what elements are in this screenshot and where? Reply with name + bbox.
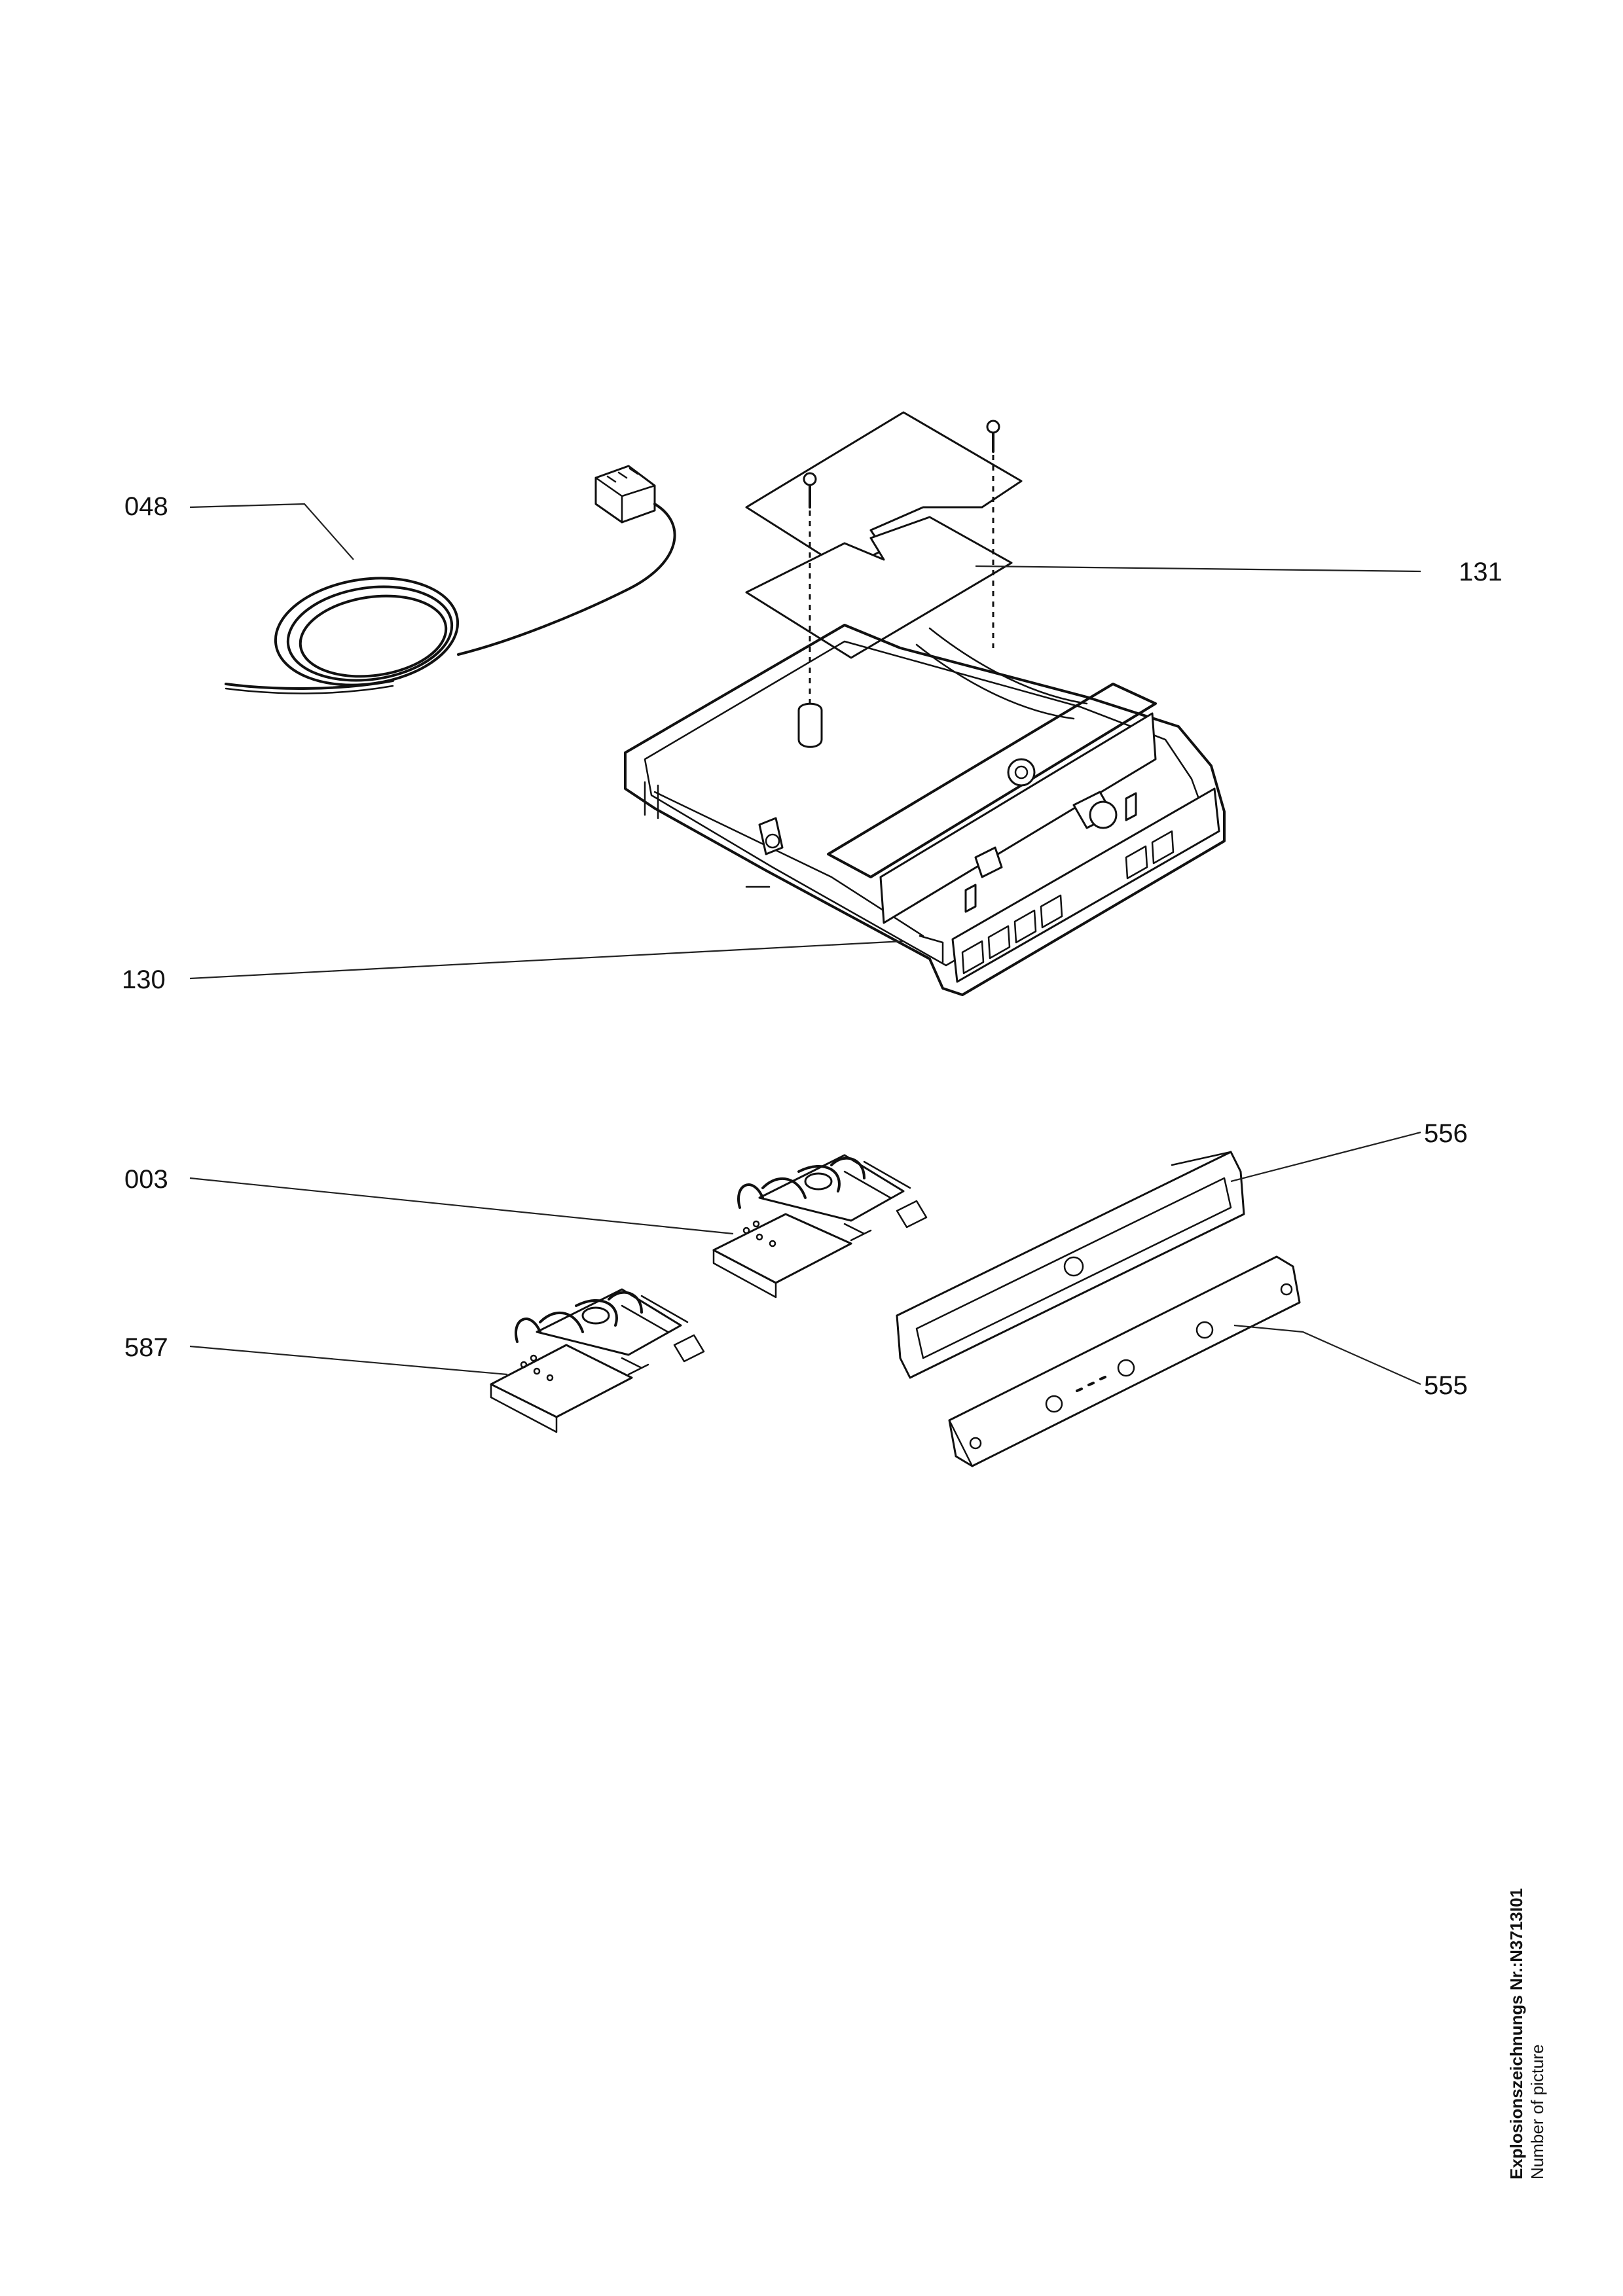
callout-labels: 048 131 130 003 587 556 555 [122,492,1503,1400]
housing-tray [624,624,1226,996]
switch-module-upper [712,1154,928,1299]
leader-556 [1230,1131,1421,1183]
callout-131: 131 [1459,558,1503,586]
switch-module-lower [490,1288,705,1433]
callout-048: 048 [124,492,168,521]
callout-587: 587 [124,1333,168,1362]
leader-048 [189,503,354,560]
callout-130: 130 [122,965,166,994]
drawing-number: Explosionszeichnungs Nr.:N3713I01 [1506,1888,1526,2179]
cable-assembly [225,465,676,694]
leader-lines [189,503,1421,1386]
leader-555 [1233,1324,1421,1386]
pcb-cover [745,411,1023,748]
display-frame [896,1151,1245,1379]
leader-003 [189,1177,734,1235]
callout-555: 555 [1424,1371,1468,1400]
front-panel [948,1255,1301,1467]
callout-556: 556 [1424,1119,1468,1148]
drawing-number-caption: Number of picture [1527,2044,1547,2179]
callout-003: 003 [124,1165,168,1194]
leader-131 [975,565,1421,573]
leader-587 [189,1345,508,1376]
leader-130 [189,940,904,980]
